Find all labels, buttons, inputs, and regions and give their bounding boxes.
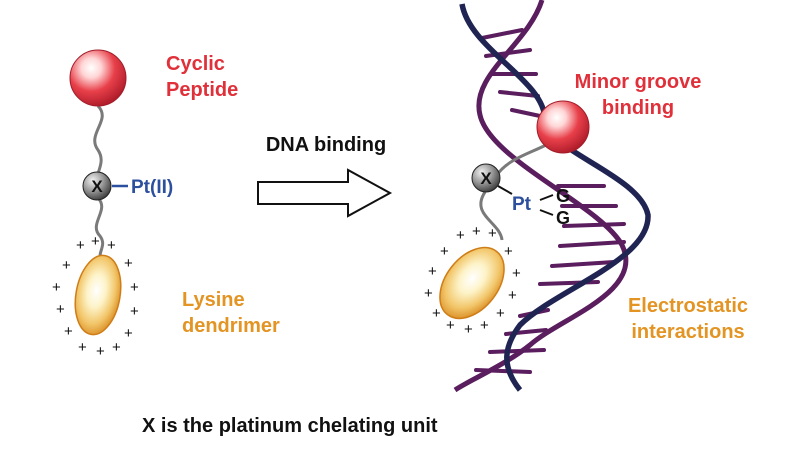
- svg-text:+: +: [96, 343, 105, 360]
- dna-double-helix: [453, 0, 651, 393]
- caption-text: X is the platinum chelating unit: [142, 415, 438, 437]
- svg-text:+: +: [440, 243, 449, 260]
- x-chelator-ball-bound: [471, 163, 501, 193]
- svg-text:+: +: [64, 323, 73, 340]
- svg-text:+: +: [456, 227, 465, 244]
- svg-text:+: +: [512, 265, 521, 282]
- charge-plus-signs-left: + + + + + + + + + + + + + +: [52, 233, 139, 360]
- svg-text:+: +: [130, 303, 139, 320]
- linker-to-dendrimer: [479, 191, 504, 241]
- cyclic-label: Cyclic: [166, 53, 225, 75]
- svg-text:+: +: [472, 223, 481, 240]
- pt-g-bond-1: [539, 194, 554, 201]
- svg-text:+: +: [496, 305, 505, 322]
- binding-label: binding: [602, 97, 674, 119]
- svg-text:+: +: [488, 225, 497, 242]
- right-complex: X Pt G G + + + + + + + + + + + + + +: [424, 100, 590, 338]
- svg-text:+: +: [76, 237, 85, 254]
- pt-g-bond-2: [539, 209, 554, 216]
- svg-text:+: +: [62, 257, 71, 274]
- lysine-dendrimer-oval: [74, 254, 122, 336]
- peptide-label: Peptide: [166, 79, 238, 101]
- charge-plus-signs-right: + + + + + + + + + + + + + +: [424, 223, 521, 338]
- svg-text:+: +: [480, 317, 489, 334]
- svg-text:+: +: [424, 285, 433, 302]
- bound-peptide-ball: [536, 100, 590, 154]
- pt-label-bound: Pt: [512, 194, 532, 215]
- dna-binding-label: DNA binding: [266, 134, 386, 156]
- svg-text:+: +: [112, 339, 121, 356]
- svg-text:+: +: [107, 237, 116, 254]
- interactions-label: interactions: [631, 321, 744, 343]
- guanine-label-1: G: [556, 186, 570, 206]
- guanine-label-2: G: [556, 208, 570, 228]
- svg-text:+: +: [508, 287, 517, 304]
- svg-text:+: +: [446, 317, 455, 334]
- svg-text:+: +: [432, 305, 441, 322]
- dendrimer-label: dendrimer: [182, 315, 280, 337]
- binding-arrow: [257, 168, 393, 218]
- minor-groove-label: Minor groove: [575, 71, 702, 93]
- svg-text:+: +: [428, 263, 437, 280]
- x-marker-label: X: [91, 177, 103, 196]
- svg-text:+: +: [464, 321, 473, 338]
- electrostatic-label: Electrostatic: [628, 295, 748, 317]
- x-marker-label-bound: X: [480, 169, 492, 188]
- lysine-label: Lysine: [182, 289, 245, 311]
- svg-text:+: +: [78, 339, 87, 356]
- left-molecule: X Pt(II) + + + + + + + + + + + + + +: [52, 49, 173, 360]
- svg-text:+: +: [56, 301, 65, 318]
- svg-text:+: +: [91, 233, 100, 250]
- linker-lower: [94, 196, 105, 257]
- dna-backbone-strand-1: [459, 3, 651, 392]
- linker-upper: [93, 104, 104, 179]
- svg-text:+: +: [504, 243, 513, 260]
- svg-text:+: +: [130, 279, 139, 296]
- pt-ii-label: Pt(II): [131, 177, 173, 198]
- svg-text:+: +: [52, 279, 61, 296]
- bound-dendrimer-oval: [439, 246, 505, 320]
- svg-text:+: +: [124, 255, 133, 272]
- x-chelator-ball: [82, 171, 112, 201]
- svg-text:+: +: [124, 325, 133, 342]
- x-pt-bond: [497, 185, 513, 195]
- dna-backbone-strand-2: [453, 0, 629, 393]
- cyclic-peptide-ball: [69, 49, 127, 107]
